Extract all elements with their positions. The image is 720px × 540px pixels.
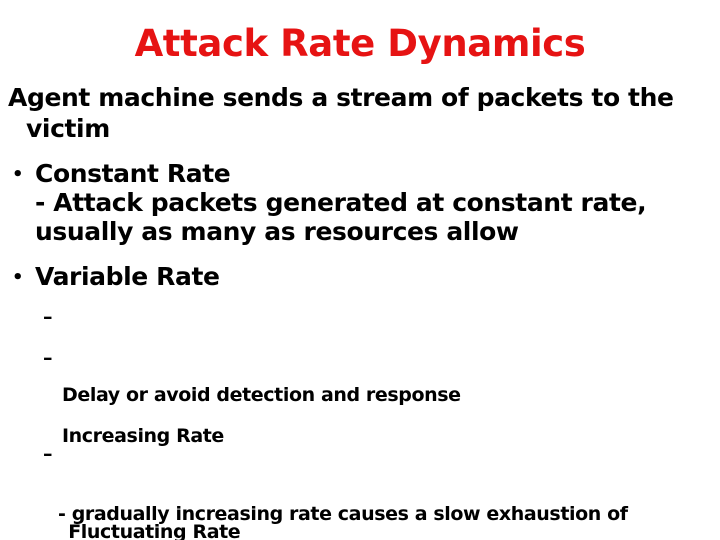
- sub-bullet-delay-text: Delay or avoid detection and response: [62, 384, 461, 406]
- sub-bullet-fluctuating-rate-heading: Fluctuating Rate: [62, 521, 241, 540]
- bullet-constant-rate-detail-1: - Attack packets generated at constant r…: [35, 188, 647, 217]
- bullet-constant-rate-heading: Constant Rate: [35, 159, 231, 188]
- bullet-icon: •: [12, 164, 24, 185]
- bullet-constant-rate: • Constant Rate - Attack packets generat…: [12, 159, 647, 246]
- bullet-constant-rate-detail-2: usually as many as resources allow: [35, 217, 519, 246]
- slide-title: Attack Rate Dynamics: [134, 22, 586, 65]
- sub-bullet-fluctuating-rate: – Fluctuating Rate - occasionally reliev…: [43, 441, 591, 540]
- bullet-variable-rate-heading: Variable Rate: [35, 262, 220, 291]
- sub-bullet-increasing-rate-heading: Increasing Rate: [62, 425, 224, 447]
- sub-bullet-delay: – Delay or avoid detection and response: [43, 304, 461, 460]
- intro-line-1: Agent machine sends a stream of packets …: [8, 83, 674, 112]
- dash-icon: –: [43, 347, 53, 369]
- dash-icon: –: [43, 306, 53, 328]
- sub-bullet-increasing-rate-detail-1: - gradually increasing rate causes a slo…: [58, 503, 628, 525]
- sub-bullet-increasing-rate: – Increasing Rate - gradually increasing…: [43, 345, 628, 540]
- bullet-icon: •: [12, 267, 24, 288]
- intro-paragraph: Agent machine sends a stream of packets …: [8, 82, 674, 144]
- intro-line-2: victim: [26, 114, 110, 143]
- bullet-variable-rate: • Variable Rate: [12, 262, 220, 291]
- dash-icon: –: [43, 443, 53, 465]
